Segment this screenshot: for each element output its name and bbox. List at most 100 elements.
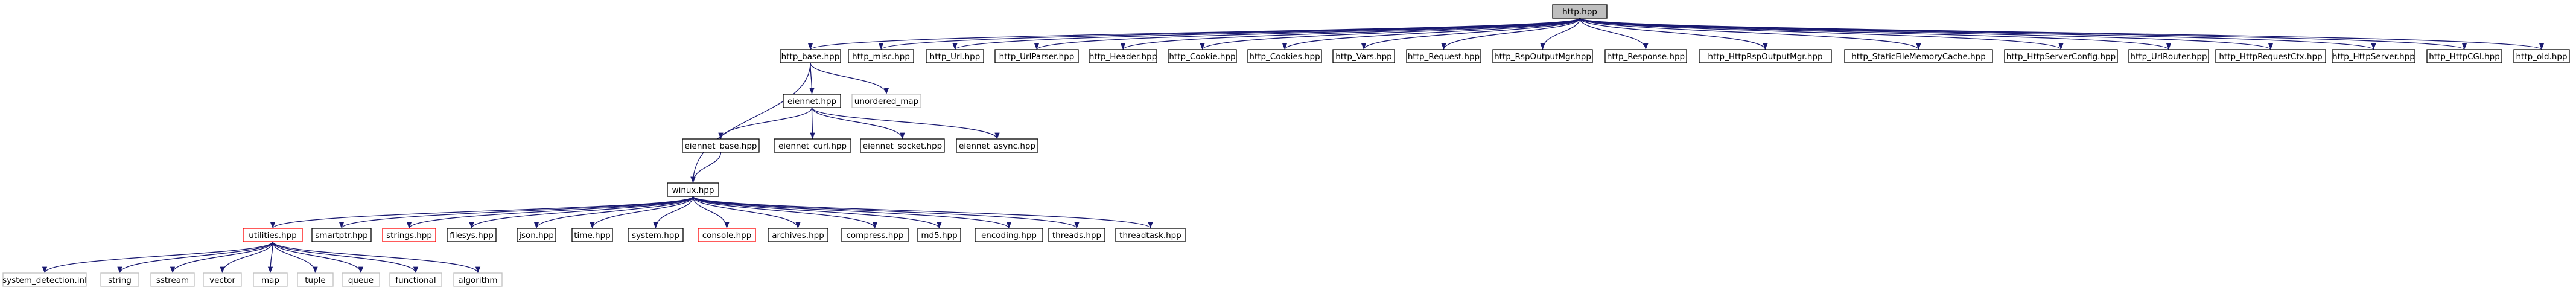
node-eiennet-async-hpp[interactable]: eiennet_async.hpp bbox=[956, 138, 1038, 153]
edge-utilities_hpp-to-map bbox=[267, 241, 273, 274]
node-http-httpcgi-hpp[interactable]: http_HttpCGI.hpp bbox=[2426, 49, 2502, 63]
node-smartptr-hpp[interactable]: smartptr.hpp bbox=[311, 228, 372, 242]
node-box bbox=[1168, 49, 1237, 63]
node-http-urlparser-hpp[interactable]: http_UrlParser.hpp bbox=[994, 49, 1079, 63]
node-box bbox=[682, 138, 760, 153]
node-label: http_Url.hpp bbox=[930, 52, 981, 62]
node-http-misc-hpp[interactable]: http_misc.hpp bbox=[848, 49, 914, 63]
node-console-hpp[interactable]: console.hpp bbox=[698, 228, 756, 242]
node-label: http_Request.hpp bbox=[1408, 52, 1480, 62]
edge-arrow bbox=[272, 241, 419, 274]
node-http-base-hpp[interactable]: http_base.hpp bbox=[780, 49, 841, 63]
node-http-vars-hpp[interactable]: http_Vars.hpp bbox=[1332, 49, 1395, 63]
edge-utilities_hpp-to-queue bbox=[272, 241, 364, 274]
node-md5-hpp[interactable]: md5.hpp bbox=[917, 228, 961, 242]
node-box bbox=[698, 228, 756, 242]
node-json-hpp[interactable]: json.hpp bbox=[517, 228, 556, 242]
edge-winux_hpp-to-encoding_hpp bbox=[692, 196, 1011, 229]
edge-arrow bbox=[692, 196, 801, 229]
node-utilities-hpp[interactable]: utilities.hpp bbox=[243, 228, 303, 242]
edge-arrow bbox=[692, 196, 1080, 229]
node-box bbox=[203, 272, 242, 287]
node-eiennet-socket-hpp[interactable]: eiennet_socket.hpp bbox=[860, 138, 945, 153]
node-http-httprequestctx-hpp[interactable]: http_HttpRequestCtx.hpp bbox=[2215, 49, 2326, 63]
edge-http_hpp-to-http_vars_hpp bbox=[1361, 18, 1580, 50]
node-label: http_Response.hpp bbox=[1607, 52, 1685, 62]
node-label: http_Cookies.hpp bbox=[1249, 52, 1320, 62]
node-encoding-hpp[interactable]: encoding.hpp bbox=[975, 228, 1043, 242]
edge-http_hpp-to-http_request_hpp bbox=[1441, 18, 1580, 50]
edge-winux_hpp-to-smartptr_hpp bbox=[339, 196, 694, 229]
edge-arrow bbox=[1579, 18, 2273, 50]
node-threads-hpp[interactable]: threads.hpp bbox=[1048, 228, 1105, 242]
node-http-cookie-hpp[interactable]: http_Cookie.hpp bbox=[1168, 49, 1237, 63]
node-label: http_old.hpp bbox=[2516, 52, 2567, 62]
node-box bbox=[774, 138, 851, 153]
edge-arrow bbox=[653, 196, 694, 229]
edge-winux_hpp-to-archives_hpp bbox=[692, 196, 801, 229]
node-label: http_Header.hpp bbox=[1089, 52, 1157, 62]
node-label: http_HttpServerConfig.hpp bbox=[2006, 52, 2116, 62]
node-eiennet-curl-hpp[interactable]: eiennet_curl.hpp bbox=[774, 138, 851, 153]
node-strings-hpp[interactable]: strings.hpp bbox=[382, 228, 436, 242]
edge-http_hpp-to-http_urlrouter_hpp bbox=[1579, 18, 2171, 50]
node-box bbox=[2004, 49, 2118, 63]
edge-arrow bbox=[1540, 18, 1580, 50]
node-label: queue bbox=[348, 275, 374, 285]
node-http-hpp[interactable]: http.hpp bbox=[1552, 4, 1608, 19]
node-box bbox=[2215, 49, 2326, 63]
node-label: http_Cookie.hpp bbox=[1169, 52, 1235, 62]
node-box bbox=[1089, 49, 1157, 63]
node-http-urlrouter-hpp[interactable]: http_UrlRouter.hpp bbox=[2128, 49, 2209, 63]
edge-arrow bbox=[42, 241, 273, 274]
node-time-hpp[interactable]: time.hpp bbox=[571, 228, 613, 242]
node-http-httprspoutputmgr-hpp[interactable]: http_HttpRspOutputMgr.hpp bbox=[1699, 49, 1832, 63]
edge-arrow bbox=[690, 152, 722, 184]
node-http-url-hpp[interactable]: http_Url.hpp bbox=[926, 49, 984, 63]
node-eiennet-hpp[interactable]: eiennet.hpp bbox=[783, 94, 841, 108]
node-http-header-hpp[interactable]: http_Header.hpp bbox=[1089, 49, 1157, 63]
node-label: string bbox=[108, 275, 132, 285]
node-http-request-hpp[interactable]: http_Request.hpp bbox=[1406, 49, 1481, 63]
edge-arrow bbox=[692, 196, 730, 229]
node-eiennet-base-hpp[interactable]: eiennet_base.hpp bbox=[682, 138, 760, 153]
node-label: eiennet_curl.hpp bbox=[778, 141, 847, 151]
node-archives-hpp[interactable]: archives.hpp bbox=[768, 228, 828, 242]
edge-arrow bbox=[1034, 18, 1580, 50]
node-box bbox=[851, 94, 921, 108]
edge-eiennet_hpp-to-eiennet_curl_hpp bbox=[810, 107, 815, 140]
edge-arrow bbox=[1200, 18, 1580, 50]
node-http-rspoutputmgr-hpp[interactable]: http_RspOutputMgr.hpp bbox=[1492, 49, 1593, 63]
node-http-httpserver-hpp[interactable]: http_HttpServer.hpp bbox=[2332, 49, 2415, 63]
edge-http_hpp-to-http_httprspoutputmgr_hpp bbox=[1579, 18, 1768, 50]
node-http-staticfilememorycache-hpp[interactable]: http_StaticFileMemoryCache.hpp bbox=[1844, 49, 1993, 63]
node-system-hpp[interactable]: system.hpp bbox=[628, 228, 684, 242]
node-label: threadtask.hpp bbox=[1119, 231, 1181, 240]
edge-http_hpp-to-http_staticfilememorycache_hpp bbox=[1579, 18, 1921, 50]
node-http-old-hpp[interactable]: http_old.hpp bbox=[2513, 49, 2570, 63]
node-label: sstream bbox=[156, 275, 189, 285]
edge-winux_hpp-to-json_hpp bbox=[533, 196, 694, 229]
node-label: http_HttpServer.hpp bbox=[2332, 52, 2415, 62]
node-box bbox=[628, 228, 684, 242]
edge-arrow bbox=[718, 107, 813, 140]
edge-arrow bbox=[811, 107, 1000, 140]
node-box bbox=[994, 49, 1079, 63]
node-filesys-hpp[interactable]: filesys.hpp bbox=[447, 228, 497, 242]
node-http-cookies-hpp[interactable]: http_Cookies.hpp bbox=[1247, 49, 1322, 63]
edge-arrow bbox=[1441, 18, 1580, 50]
node-label: time.hpp bbox=[574, 231, 611, 240]
edge-arrow bbox=[469, 196, 694, 229]
node-threadtask-hpp[interactable]: threadtask.hpp bbox=[1115, 228, 1186, 242]
edge-arrow bbox=[692, 196, 942, 229]
node-winux-hpp[interactable]: winux.hpp bbox=[667, 182, 719, 197]
node-http-response-hpp[interactable]: http_Response.hpp bbox=[1604, 49, 1687, 63]
node-compress-hpp[interactable]: compress.hpp bbox=[841, 228, 909, 242]
node-label: system.hpp bbox=[632, 231, 679, 240]
edge-utilities_hpp-to-sstream bbox=[170, 241, 273, 274]
edge-arrow bbox=[810, 107, 815, 140]
node-http-httpserverconfig-hpp[interactable]: http_HttpServerConfig.hpp bbox=[2004, 49, 2118, 63]
node-queue: queue bbox=[342, 272, 380, 287]
node-box bbox=[297, 272, 334, 287]
node-box bbox=[1844, 49, 1993, 63]
